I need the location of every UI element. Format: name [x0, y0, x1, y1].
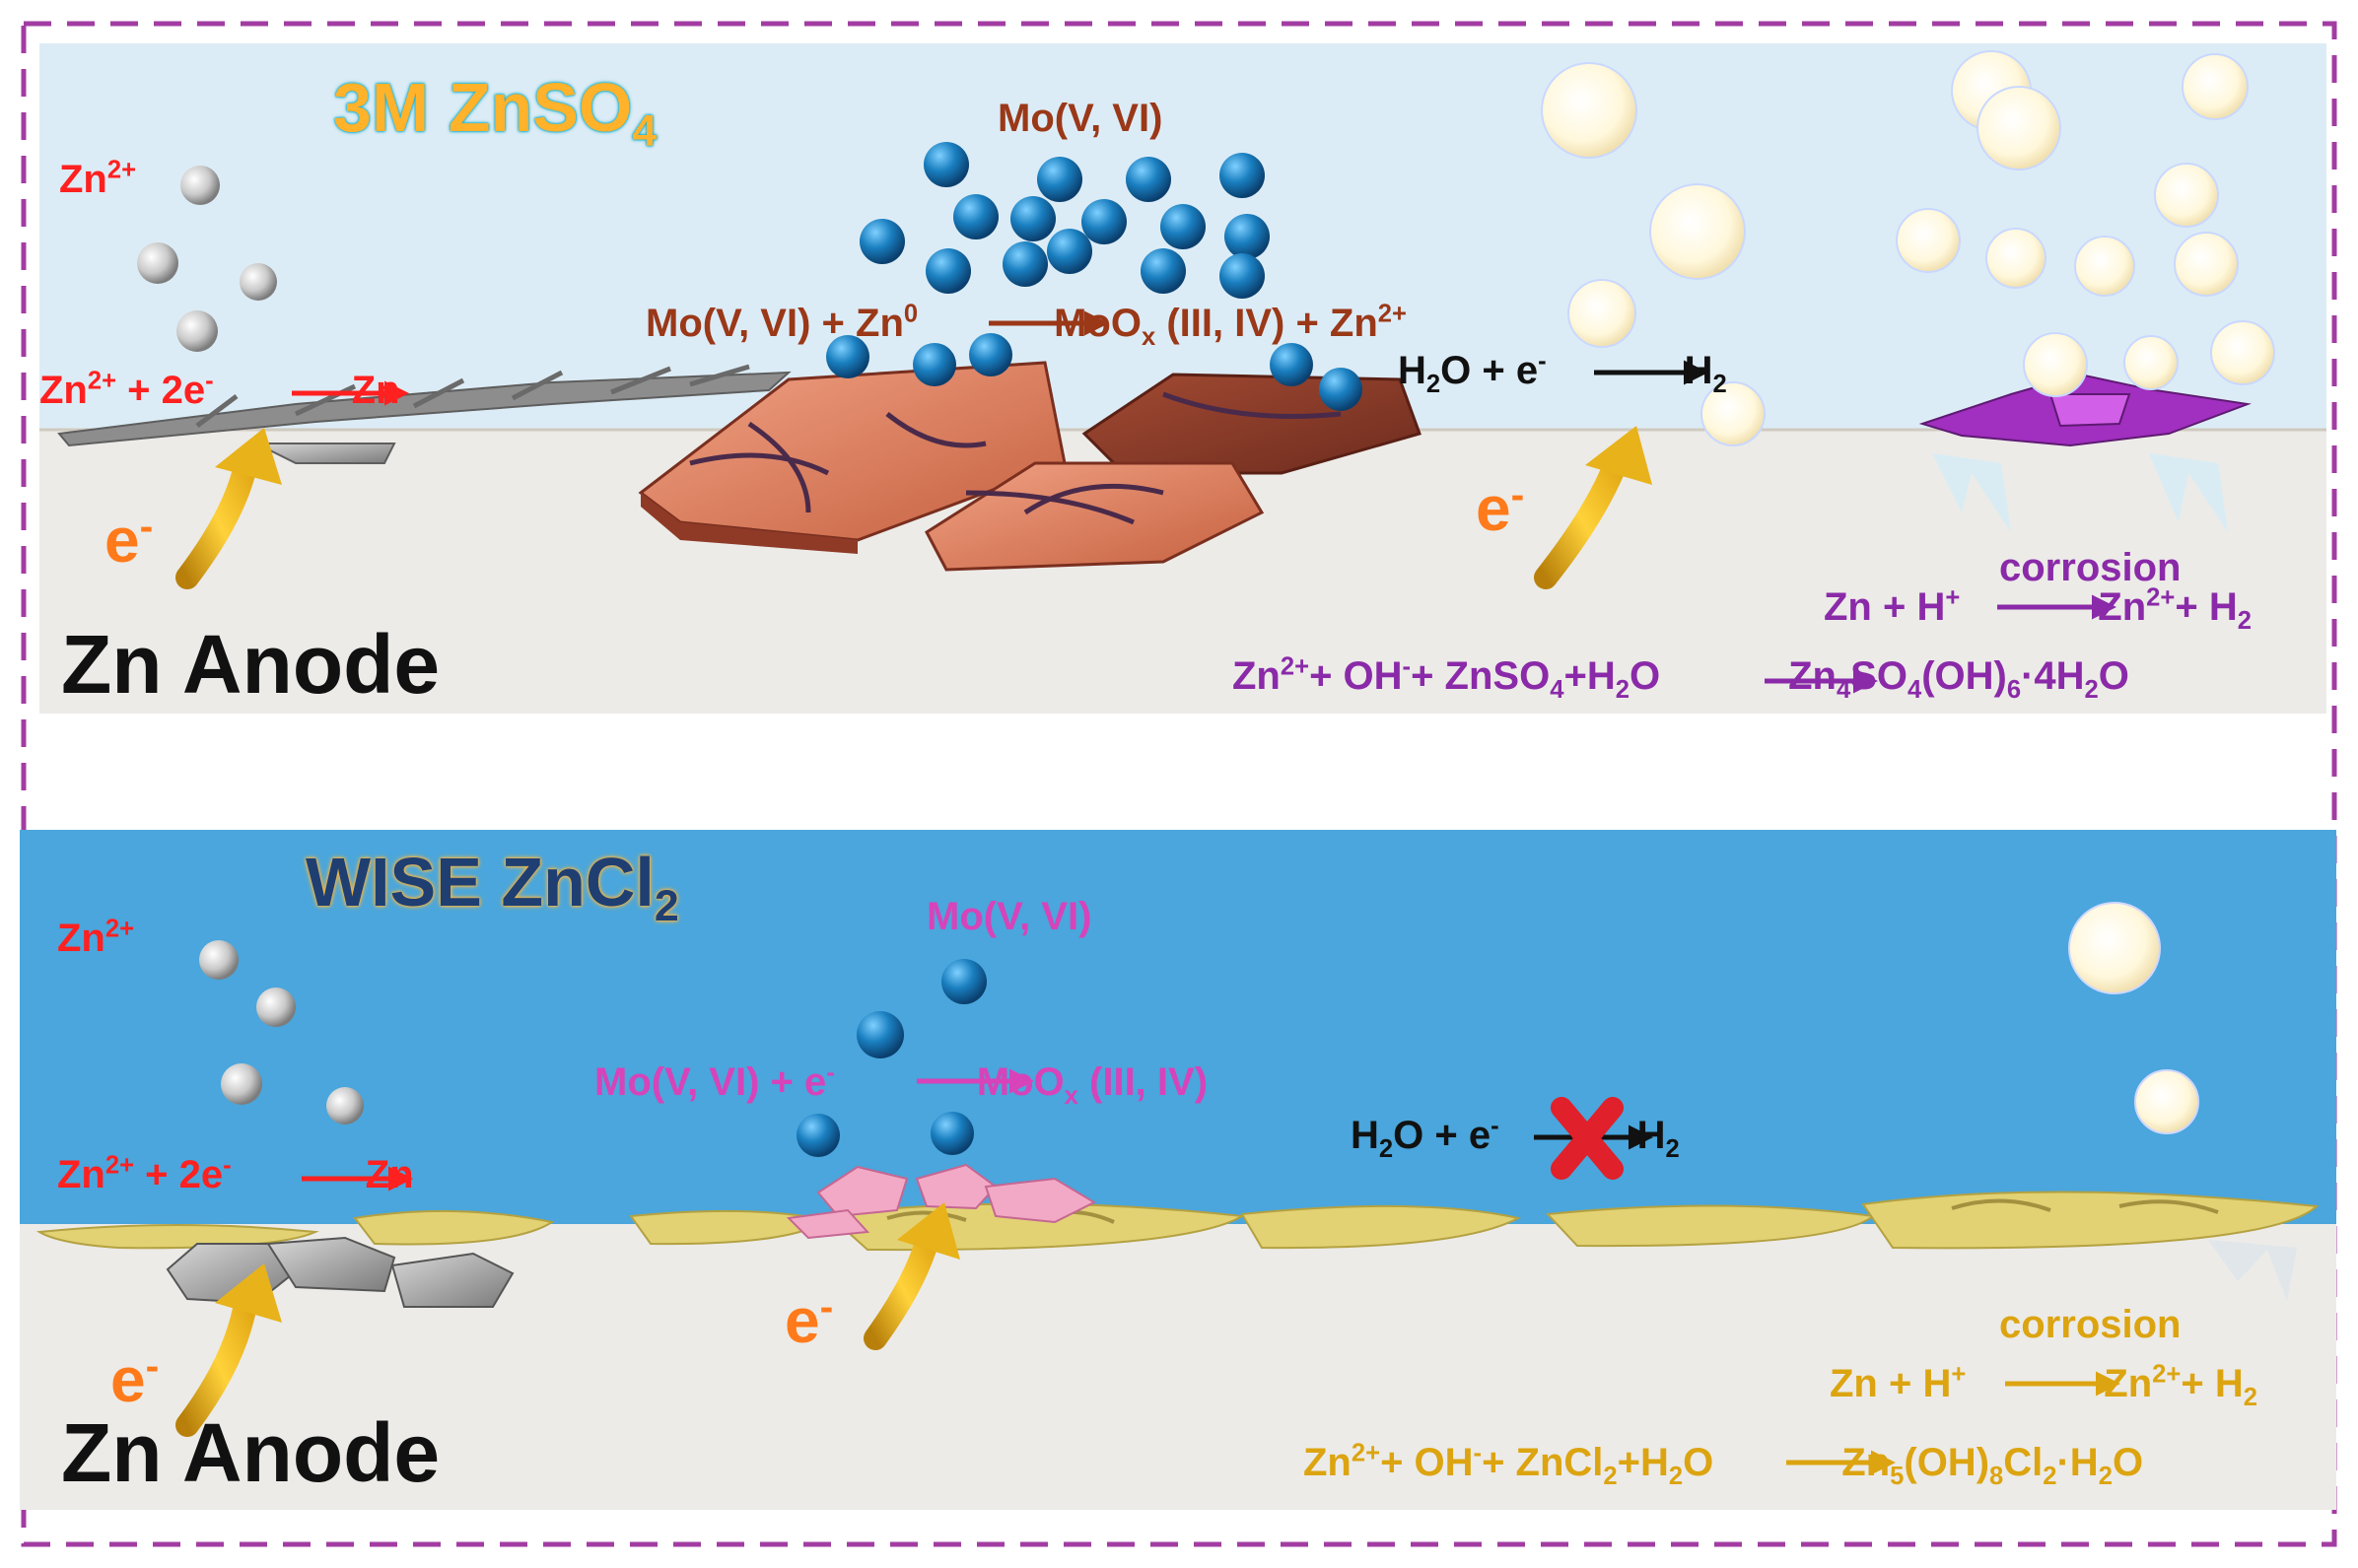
top-electron-label-1: e-	[104, 503, 154, 576]
bottom-electron-label-1: e-	[110, 1342, 160, 1415]
bottom-zn-ion-label: Zn2+	[57, 915, 135, 960]
top-anode-label: Zn Anode	[61, 618, 441, 711]
dashed-frame	[21, 21, 2337, 1547]
mo-ion-sphere	[826, 142, 1362, 411]
top-electrolyte-title: 3M ZnSO4	[333, 69, 658, 156]
bottom-anode-label: Zn Anode	[61, 1406, 441, 1499]
top-her-reaction: H2O + e-H2	[1398, 347, 1727, 398]
top-corrosion-label: corrosion	[1999, 546, 2182, 589]
zn-ion-sphere	[137, 166, 277, 352]
bottom-her-reaction: H2O + e-H2	[1351, 1112, 1680, 1163]
bottom-mo-reaction: Mo(V, VI) + e-MoOx (III, IV)	[594, 1058, 1209, 1110]
dendrite	[57, 364, 792, 464]
bottom-electron-label-2: e-	[785, 1283, 834, 1356]
top-zn-ion-label: Zn2+	[59, 156, 137, 201]
bottom-electrolyte-title: WISE ZnCl2	[306, 844, 679, 930]
corrosion-pit	[1932, 453, 2228, 532]
top-corrosion-reaction: Zn + H+Zn2++ H2	[1824, 583, 2252, 635]
moox-flake	[786, 1163, 1097, 1240]
hydrogen-bubble	[1541, 50, 2275, 446]
zn-ion-sphere	[199, 940, 364, 1125]
bottom-electrolyte	[20, 830, 2336, 1224]
top-electron-label-2: e-	[1476, 471, 1525, 544]
bottom-mo-species-label: Mo(V, VI)	[927, 895, 1092, 938]
blocked-cross	[1551, 1097, 1624, 1180]
mo-ion-sphere	[797, 959, 987, 1157]
electron-flow-arrow	[175, 1202, 960, 1437]
corrosion-pit	[2208, 1240, 2297, 1301]
bottom-corrosion-reaction: Zn + H+Zn2++ H2	[1830, 1360, 2257, 1411]
hydrogen-bubble	[2068, 902, 2199, 1134]
bottom-zn-deposition-reaction: Zn2+ + 2e-Zn	[57, 1151, 414, 1196]
top-zn-deposition-reaction: Zn2+ + 2e-Zn	[39, 367, 400, 412]
bottom-corrosion-label: corrosion	[1999, 1303, 2182, 1346]
electron-flow-arrow	[175, 426, 1652, 589]
top-mo-species-label: Mo(V, VI)	[998, 97, 1163, 140]
